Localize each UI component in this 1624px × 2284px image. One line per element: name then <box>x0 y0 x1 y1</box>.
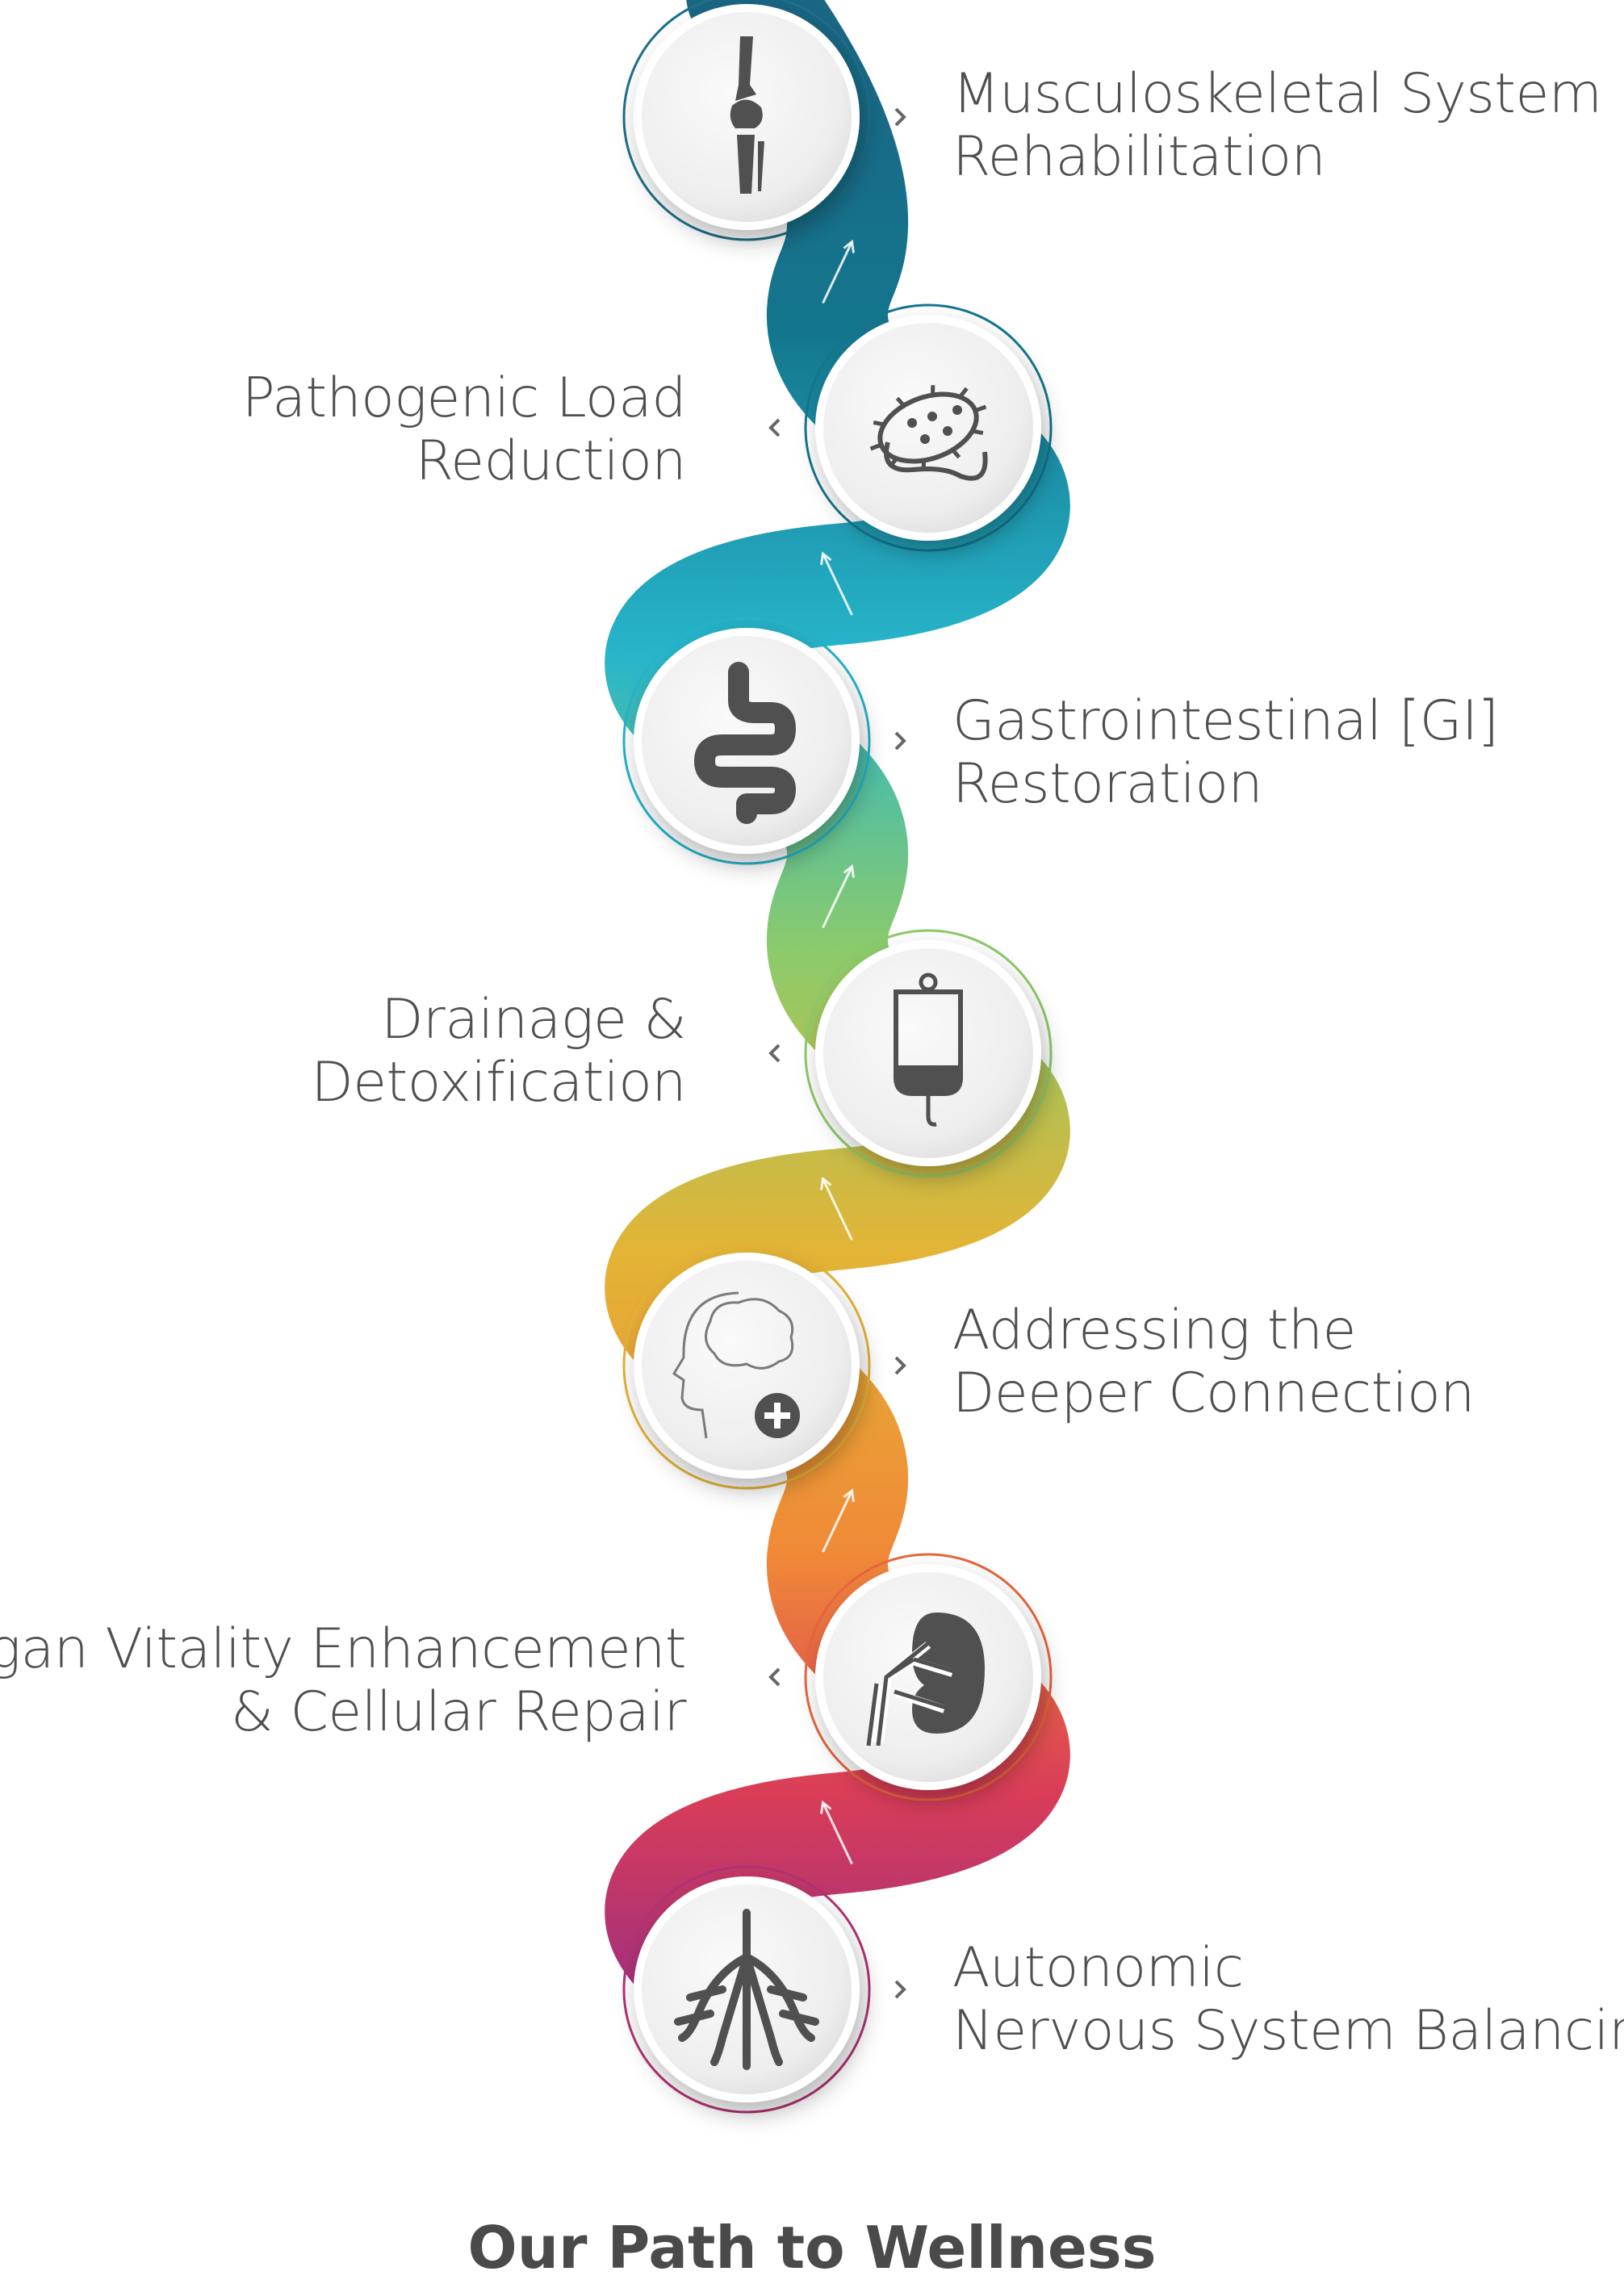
chevron-right-icon <box>894 731 906 751</box>
connector-arrow-icon <box>822 1488 855 1553</box>
step-5-node <box>622 1241 906 1490</box>
intestine-icon <box>694 662 796 824</box>
step-label-6: Organ Vitality Enhancement& Cellular Rep… <box>0 1617 687 1744</box>
step-label-3: Gastrointestinal [GI]Restoration <box>952 689 1499 816</box>
chevron-right-icon <box>894 107 906 127</box>
chevron-right-icon <box>894 1980 906 1999</box>
step-6-node <box>768 1553 1053 1801</box>
iv-drip-bag-icon <box>894 973 963 1127</box>
chevron-left-icon <box>768 1667 781 1687</box>
step-discs <box>622 0 1053 2114</box>
step-3-node <box>622 617 906 865</box>
head-brain-plus-icon <box>672 1291 800 1439</box>
connector-arrow-icon <box>820 1800 853 1865</box>
step-4-node <box>768 929 1053 1178</box>
step-1-node <box>622 0 906 241</box>
step-2-node <box>768 303 1053 552</box>
knee-joint-icon <box>730 36 764 194</box>
connector-arrow-icon <box>822 864 855 929</box>
chevron-left-icon <box>768 1044 781 1063</box>
chevron-left-icon <box>768 418 781 437</box>
step-label-4: Drainage &Detoxification <box>311 988 686 1115</box>
step-7-node <box>622 1865 906 2114</box>
connector-arrow-icon <box>822 239 855 304</box>
page-title: Our Path to Wellness <box>467 2214 1157 2282</box>
connector-arrow-icon <box>820 1176 853 1241</box>
chevron-right-icon <box>894 1356 906 1375</box>
kidney-icon <box>866 1613 985 1746</box>
bacteria-icon <box>869 385 988 481</box>
nerve-roots-icon <box>674 1909 819 2070</box>
connector-arrow-icon <box>820 551 853 616</box>
